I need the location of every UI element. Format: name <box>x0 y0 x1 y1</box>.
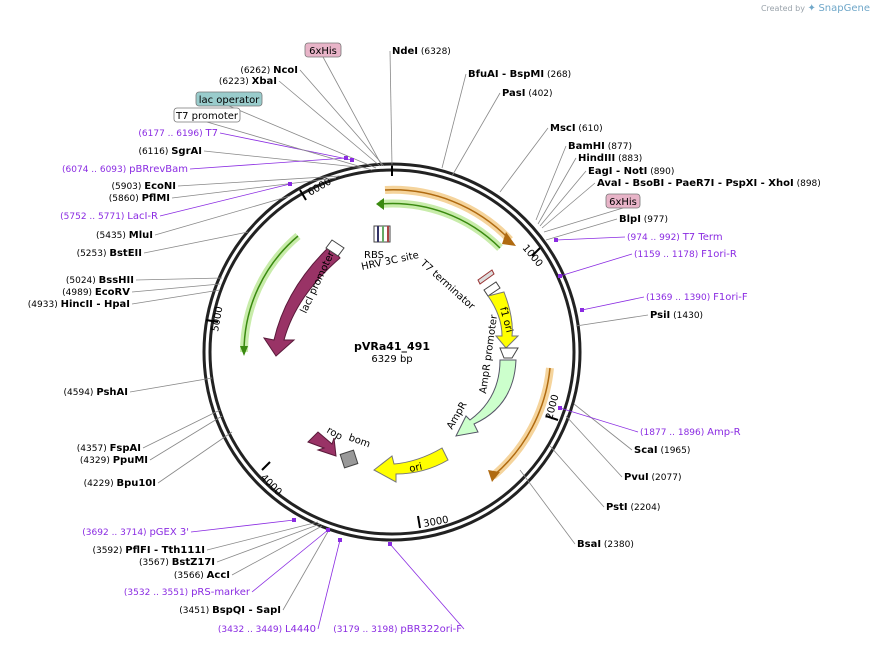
enzyme-label-bsteii: (5253) BstEII <box>77 248 142 259</box>
lac-op-marker <box>483 281 501 297</box>
primer-label-prs-marker: (3532 .. 3551) pRS-marker <box>124 587 251 598</box>
primer-site-marker <box>288 182 292 186</box>
snapgene-logo-icon: ✦ <box>807 3 816 14</box>
primer-label-f1ori-f: (1369 .. 1390) F1ori-F <box>646 292 748 303</box>
primer-site-marker <box>558 406 562 410</box>
bom-label: bom <box>347 432 372 450</box>
tick-5000: 5000 <box>210 306 225 333</box>
primer-site-marker <box>338 538 342 542</box>
orf-arc-green-top <box>379 199 503 251</box>
f1-ori-arrow <box>487 291 520 349</box>
enzyme-label-ppumi: (4329) PpuMI <box>80 455 148 466</box>
tick-3000: 3000 <box>423 515 450 530</box>
snapgene-watermark: Created by ✦ SnapGene <box>761 3 870 14</box>
enzyme-label-pshai: (4594) PshAI <box>64 387 128 398</box>
ampr-arrow <box>455 359 517 437</box>
primer-label-pbrrevbam: (6074 .. 6093) pBRrevBam <box>62 164 188 175</box>
enzyme-label-ncoi: (6262) NcoI <box>240 65 298 76</box>
lac-operator-label: lac operator <box>199 95 260 106</box>
primer-label-t7-term: (974 .. 992) T7 Term <box>627 232 723 243</box>
enzyme-label-pvui: PvuI (2077) <box>624 472 681 483</box>
orf-arc-right-head <box>488 470 500 482</box>
ampr-promoter-marker <box>499 347 519 359</box>
enzyme-label-bfuai: BfuAI - BspMI (268) <box>468 69 571 80</box>
plasmid-size: 6329 bp <box>371 354 412 365</box>
enzyme-label-acci: (3566) AccI <box>174 570 230 581</box>
t7-term-marker <box>477 269 495 285</box>
his-tag-right-label-box <box>605 193 641 209</box>
enzyme-label-pasi: PasI (402) <box>502 88 553 99</box>
enzyme-label-bsai: BsaI (2380) <box>577 539 634 550</box>
enzyme-label-psii: PsiI (1430) <box>650 310 703 321</box>
primer-site-marker <box>326 528 330 532</box>
enzyme-label-bspqi: (3451) BspQI - SapI <box>179 605 281 616</box>
t7-promoter-label: T7 promoter <box>175 111 239 122</box>
enzyme-label-avai: AvaI - BsoBI - PaeR7I - PspXI - XhoI (89… <box>597 178 821 189</box>
orf-arc-green-left-head <box>240 346 248 356</box>
bom-block <box>339 449 359 469</box>
primer-site-marker <box>558 274 562 278</box>
his-tag-top-label: 6xHis <box>309 46 337 57</box>
rop-arrow <box>307 431 337 457</box>
enzyme-label-bpu10i: (4229) Bpu10I <box>84 478 156 489</box>
primer-site-marker <box>292 518 296 522</box>
enzyme-label-psti: PstI (2204) <box>606 502 660 513</box>
tick-marks <box>205 164 559 529</box>
enzyme-label-scai: ScaI (1965) <box>634 445 690 456</box>
laci-label: lacI <box>280 279 296 299</box>
enzyme-label-mlui: (5435) MluI <box>96 230 153 241</box>
enzyme-label-sgrai: (6116) SgrAI <box>138 146 202 157</box>
enzyme-label-hindiii: HindIII (883) <box>578 153 642 164</box>
enzyme-label-pflmi: (5860) PflMI <box>109 193 170 204</box>
t7-terminator-label: T7 terminator <box>417 257 477 312</box>
enzyme-label-ecorv: (4989) EcoRV <box>62 287 130 298</box>
primer-site-marker <box>580 308 584 312</box>
watermark-created-by: Created by <box>760 4 805 13</box>
orf-arc-top-head <box>502 232 516 246</box>
leader-lines <box>129 50 649 630</box>
primer-label-pgex-3-: (3692 .. 3714) pGEX 3' <box>82 527 189 538</box>
primer-label-t7: (6177 .. 6196) T7 <box>138 128 218 139</box>
enzyme-label-xbai: (6223) XbaI <box>219 76 277 87</box>
ori-label: ori <box>408 461 423 474</box>
enzyme-label-bsshii: (5024) BssHII <box>66 275 134 286</box>
enzyme-label-eagi: EagI - NotI (890) <box>588 166 674 177</box>
enzyme-label-bamhi: BamHI (877) <box>568 141 632 152</box>
primer-label-l4440: (3432 .. 3449) L4440 <box>218 624 316 635</box>
his-tag-right-label: 6xHis <box>609 197 637 208</box>
primer-site-marker <box>344 156 348 160</box>
orf-arc-green-top-head <box>376 198 384 210</box>
enzyme-label-blpi: BlpI (977) <box>619 214 668 225</box>
lac-operator-label-box <box>195 91 263 107</box>
enzyme-label-bstz17i: (3567) BstZ17I <box>139 557 215 568</box>
primer-label-f1ori-r: (1159 .. 1178) F1ori-R <box>634 249 737 260</box>
rbs-label: RBS <box>364 250 384 261</box>
ori-arrow <box>373 447 449 483</box>
enzyme-label-msci: MscI (610) <box>550 123 603 134</box>
t7-promoter-label-box <box>173 107 241 123</box>
watermark-brand: SnapGene <box>818 3 870 14</box>
plasmid-name: pVRa41_491 <box>354 340 430 353</box>
enzyme-label-hincii: (4933) HincII - HpaI <box>28 299 130 310</box>
laci-arrow <box>262 245 341 357</box>
enzyme-label-ndei: NdeI (6328) <box>392 46 451 57</box>
primer-site-marker <box>554 238 558 242</box>
primer-label-laci-r: (5752 .. 5771) LacI-R <box>60 211 158 222</box>
primer-label-amp-r: (1877 .. 1896) Amp-R <box>640 427 741 438</box>
labels-layer: NdeI (6328) BfuAI - BspMI (268) PasI (402)… <box>28 42 821 635</box>
enzyme-label-pflfi: (3592) PflFI - Tth111I <box>92 545 205 556</box>
his-tag-top-label-box <box>304 42 342 58</box>
primer-site-marker <box>388 542 392 546</box>
enzyme-label-econi: (5903) EcoNI <box>111 181 176 192</box>
laci-promoter-marker <box>325 239 345 257</box>
enzyme-label-fspai: (4357) FspAI <box>77 443 141 454</box>
primer-site-marker <box>350 158 354 162</box>
primer-label-pbr322ori-f: (3179 .. 3198) pBR322ori-F <box>333 624 462 635</box>
